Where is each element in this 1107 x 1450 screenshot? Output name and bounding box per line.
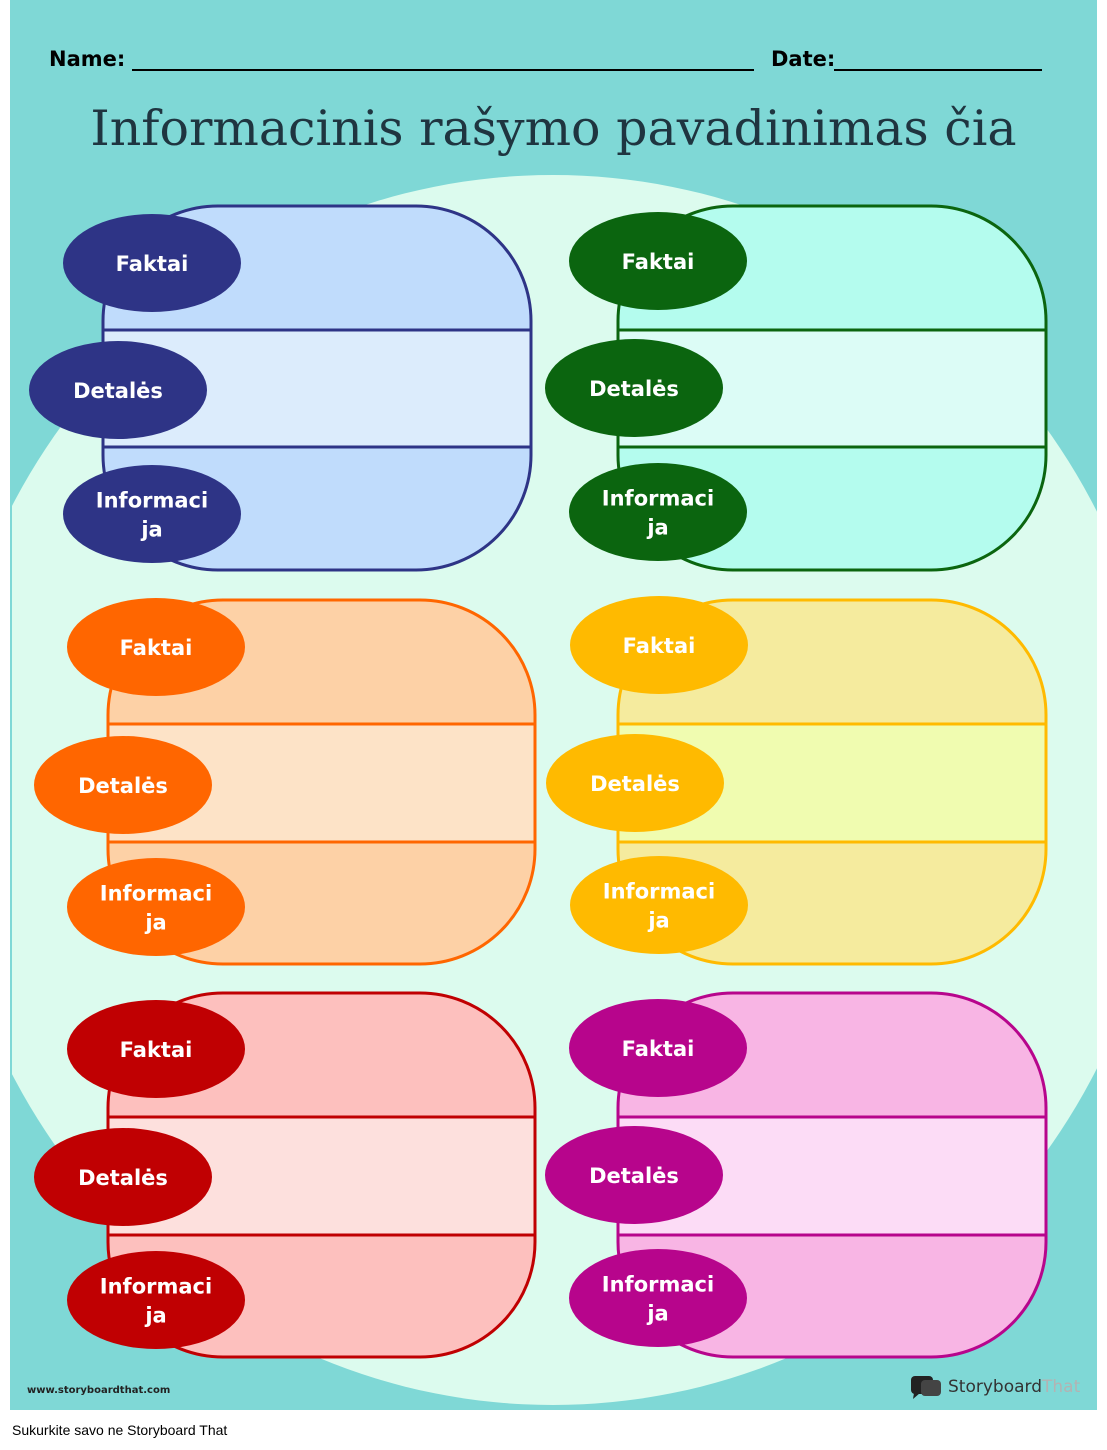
label-bubble-shape (67, 598, 245, 696)
label-bubble-text: Faktai (622, 1037, 695, 1061)
label-bubble-shape (67, 1251, 245, 1349)
label-bubble-text: Informaci (100, 1275, 212, 1299)
label-bubble-shape (34, 736, 212, 834)
label-bubble-text: Faktai (120, 1038, 193, 1062)
label-bubble-shape (29, 341, 207, 439)
organizer-1-label-bubble-2: Detalės (29, 341, 207, 439)
label-bubble-shape (34, 1128, 212, 1226)
label-bubble-text: Faktai (120, 636, 193, 660)
label-bubble-shape (63, 214, 241, 312)
label-bubble-text: Informaci (100, 882, 212, 906)
brand-story-text: Storyboard (948, 1377, 1042, 1397)
organizer-1-label-bubble-3: Informaci ja (63, 465, 241, 563)
label-bubble-shape (545, 339, 723, 437)
organizer-6-label-bubble-3: Informaci ja (569, 1249, 747, 1347)
label-bubble-shape (569, 999, 747, 1097)
label-bubble-shape (546, 734, 724, 832)
label-bubble-text: Faktai (116, 252, 189, 276)
label-bubble-text: ja (140, 518, 162, 542)
organizer-1-label-bubble-1: Faktai (63, 214, 241, 312)
organizer-2-label-bubble-1: Faktai (569, 212, 747, 310)
label-bubble-text: ja (144, 911, 166, 935)
organizer-3-label-bubble-2: Detalės (34, 736, 212, 834)
brand-logo: Storyboard That (910, 1372, 1080, 1402)
organizer-5-label-bubble-3: Informaci ja (67, 1251, 245, 1349)
organizer-2-label-bubble-2: Detalės (545, 339, 723, 437)
label-bubble-text: Informaci (603, 880, 715, 904)
label-bubble-text: Faktai (622, 250, 695, 274)
label-bubble-text: Detalės (78, 774, 168, 798)
label-bubble-text: Informaci (602, 1273, 714, 1297)
site-url: www.storyboardthat.com (27, 1385, 171, 1396)
organizer-4-label-bubble-1: Faktai (570, 596, 748, 694)
label-bubble-text: Detalės (78, 1166, 168, 1190)
page-title[interactable]: Informacinis rašymo pavadinimas čia (90, 100, 1017, 157)
label-bubble-shape (570, 856, 748, 954)
label-bubble-text: ja (646, 1302, 668, 1326)
label-bubble-text: Detalės (589, 377, 679, 401)
label-bubble-shape (63, 465, 241, 563)
organizers: FaktaiDetalėsInformacijaFaktaiDetalėsInf… (29, 204, 1048, 1359)
label-bubble-text: Informaci (602, 487, 714, 511)
label-bubble-shape (569, 212, 747, 310)
organizer-4-label-bubble-2: Detalės (546, 734, 724, 832)
organizer-6-label-bubble-2: Detalės (545, 1126, 723, 1224)
label-bubble-text: Detalės (589, 1164, 679, 1188)
name-label: Name: (49, 47, 126, 71)
organizer-3-label-bubble-3: Informaci ja (67, 858, 245, 956)
label-bubble-text: ja (646, 516, 668, 540)
organizer-5-label-bubble-2: Detalės (34, 1128, 212, 1226)
label-bubble-shape (570, 596, 748, 694)
label-bubble-text: ja (647, 909, 669, 933)
speech-bubble-icon (911, 1376, 941, 1399)
organizer-6-label-bubble-1: Faktai (569, 999, 747, 1097)
label-bubble-text: Detalės (73, 379, 163, 403)
label-bubble-shape (569, 463, 747, 561)
organizer-3-label-bubble-1: Faktai (67, 598, 245, 696)
brand-that-text: That (1042, 1377, 1081, 1397)
footer-credit[interactable]: Sukurkite savo ne Storyboard That (12, 1422, 228, 1438)
organizer-5-label-bubble-1: Faktai (67, 1000, 245, 1098)
label-bubble-shape (545, 1126, 723, 1224)
organizer-2-label-bubble-3: Informaci ja (569, 463, 747, 561)
organizer-4-label-bubble-3: Informaci ja (570, 856, 748, 954)
label-bubble-shape (67, 1000, 245, 1098)
date-label: Date: (771, 47, 836, 71)
label-bubble-text: Faktai (623, 634, 696, 658)
label-bubble-text: Detalės (590, 772, 680, 796)
label-bubble-text: Informaci (96, 489, 208, 513)
label-bubble-text: ja (144, 1304, 166, 1328)
label-bubble-shape (67, 858, 245, 956)
label-bubble-shape (569, 1249, 747, 1347)
